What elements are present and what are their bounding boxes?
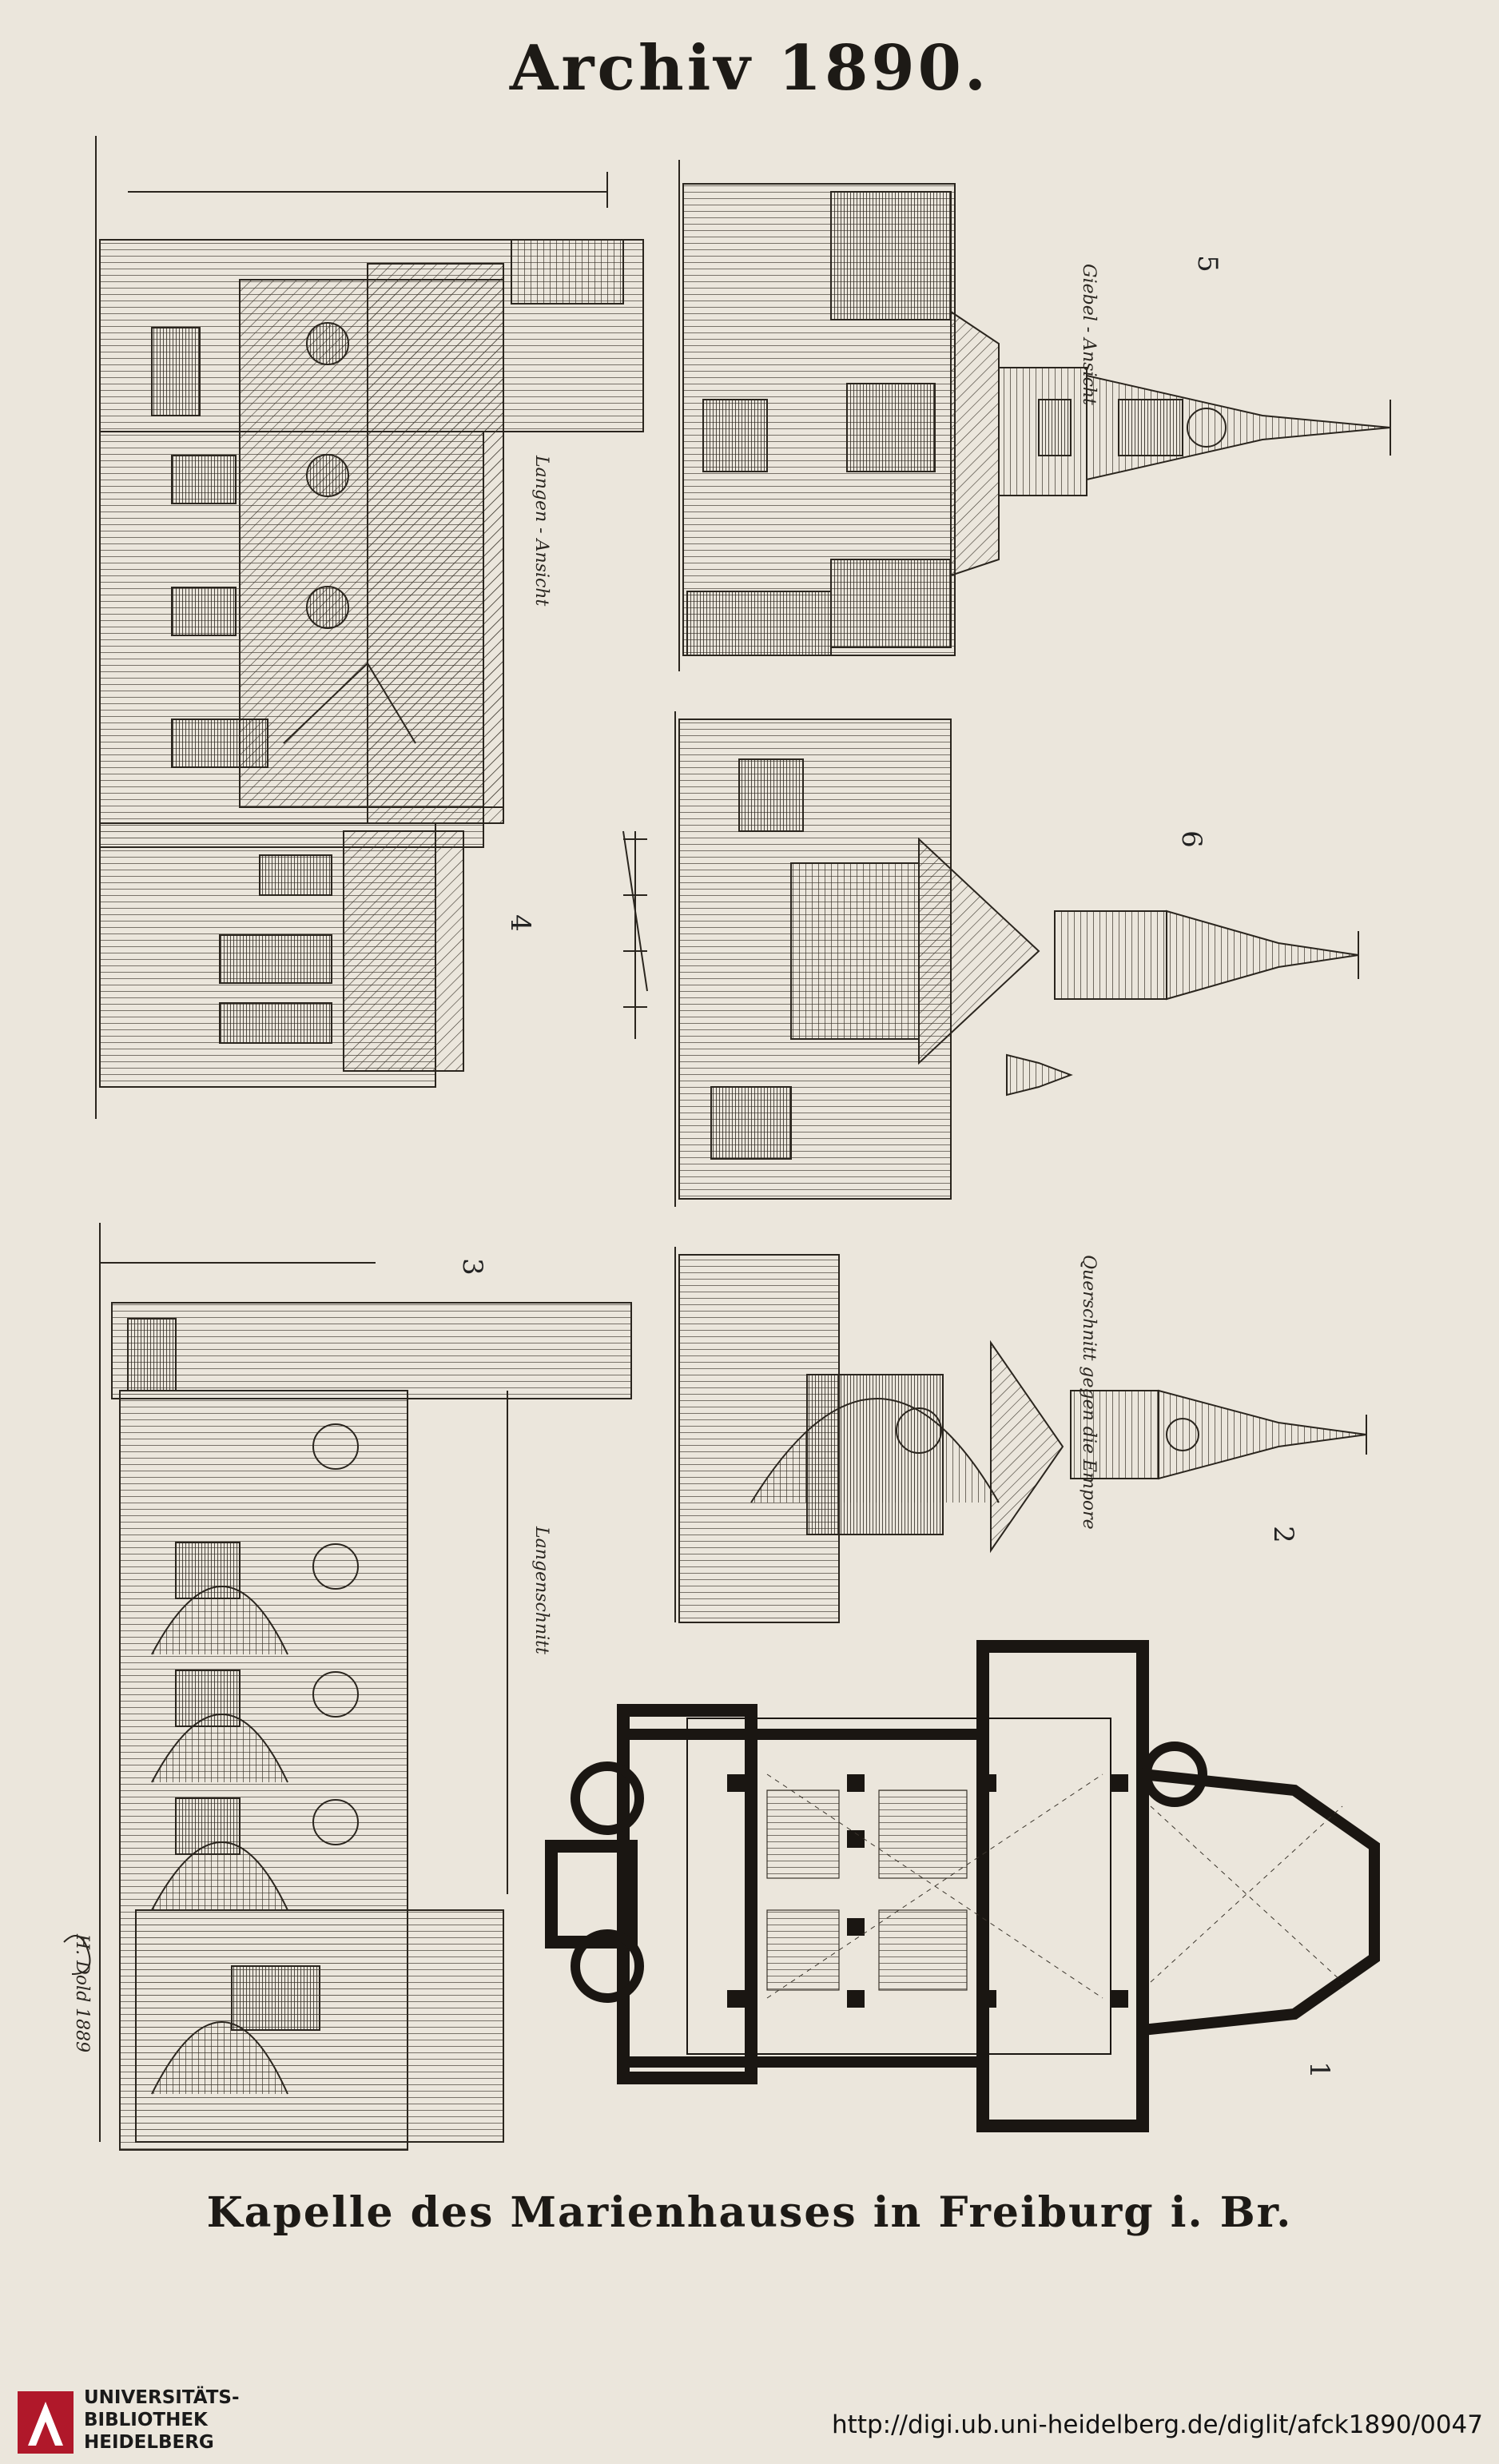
figure-3-number: 3: [455, 1258, 488, 1276]
figure-2-number: 2: [1266, 1526, 1299, 1543]
figure-5-gable-elevation: [678, 160, 1391, 671]
signature-mark: [63, 1935, 91, 1975]
figure-2-label: Querschnitt gegen die Empore: [1079, 1255, 1099, 1530]
library-name: UNIVERSITÄTS- BIBLIOTHEK HEIDELBERG: [84, 2386, 240, 2454]
figure-1-ground-plan: [545, 1640, 1380, 2132]
figure-5-label: Giebel - Ansicht: [1079, 264, 1099, 405]
library-name-line3: HEIDELBERG: [84, 2432, 214, 2453]
library-name-line1: UNIVERSITÄTS-: [84, 2387, 240, 2408]
figure-3-long-section: [99, 1223, 632, 2151]
library-name-line2: BIBLIOTHEK: [84, 2410, 208, 2430]
figure-5-number: 5: [1191, 255, 1223, 273]
figure-2-cross-section: [674, 1247, 1367, 1623]
signature-text: H. Dold 1889: [72, 1934, 92, 2053]
figure-1-number: 1: [1302, 2061, 1335, 2079]
ub-heidelberg-logo: [18, 2391, 74, 2454]
figure-6-number: 6: [1175, 830, 1207, 848]
figure-3-label: Langenschnitt: [531, 1527, 551, 1654]
figure-4-label: Langen - Ansicht: [531, 456, 551, 607]
scale-bar: [623, 831, 647, 1039]
source-url[interactable]: http://digi.ub.uni-heidelberg.de/diglit/…: [832, 2410, 1483, 2439]
figure-4-number: 4: [503, 914, 536, 932]
plate-title: Archiv 1890.: [509, 32, 990, 105]
figure-4-long-elevation: [95, 136, 648, 1119]
figure-6-side-elevation: [674, 711, 1359, 1207]
plate-caption: Kapelle des Marienhauses in Freiburg i. …: [206, 2188, 1293, 2237]
